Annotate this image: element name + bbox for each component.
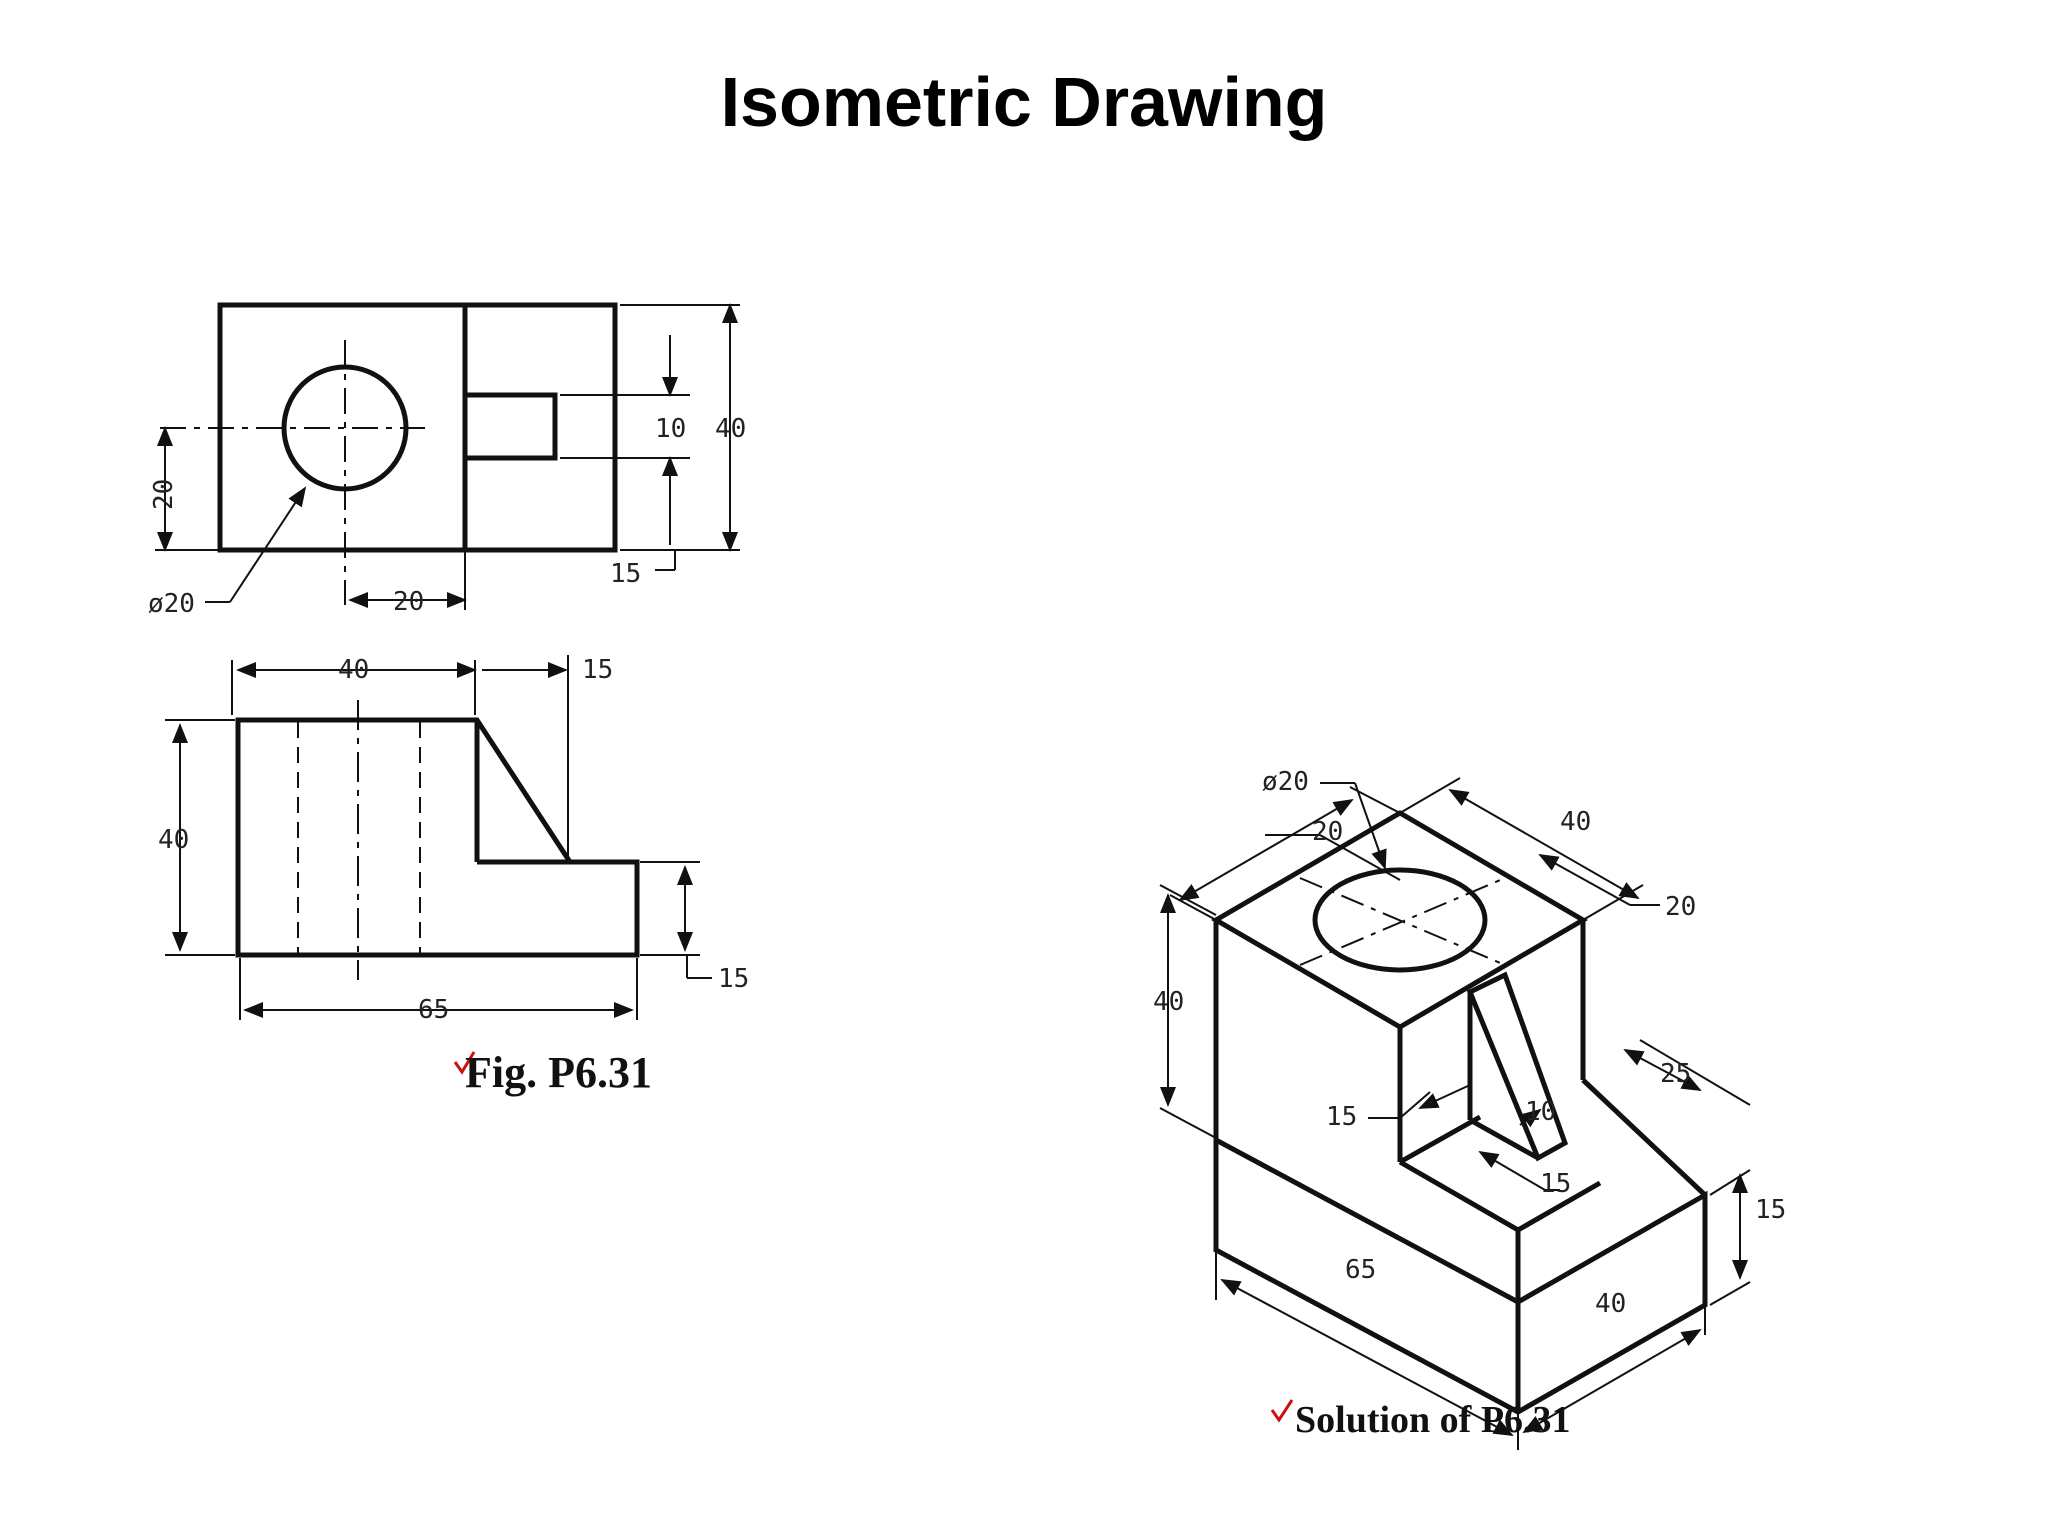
check-mark-icon [1270,1399,1294,1423]
iso-dim-rib-a: 15 [1326,1102,1357,1132]
front-view [165,655,712,1020]
dim-slope: 15 [582,655,613,685]
isometric-view [1159,777,1751,1450]
dim-depth: 40 [715,414,746,444]
dim-height: 40 [158,825,189,855]
iso-dim-hole-pos: 20 [1312,817,1343,847]
page-title: Isometric Drawing [720,63,1328,141]
check-mark-icon [453,1051,476,1075]
iso-hole [1312,867,1488,973]
iso-dim-hole-pos2: 20 [1665,892,1696,922]
iso-dim-depth: 40 [1560,807,1591,837]
iso-dim-step-h: 15 [1755,1195,1786,1225]
dim-hole-y: 20 [149,479,179,510]
dim-slot-w: 10 [655,414,686,444]
iso-dim-rib-t: 10 [1525,1097,1556,1127]
dim-upper-w: 40 [338,655,369,685]
dim-hole-x: 20 [393,587,424,617]
solution-caption: Solution of P6.31 [1295,1399,1571,1441]
figure-caption: Fig. P6.31 [465,1048,652,1097]
iso-dim-rib-b: 15 [1540,1169,1571,1199]
iso-dim-base-depth: 40 [1595,1289,1626,1319]
dim-slot-len: 15 [610,559,641,589]
iso-dim-base-len: 25 [1660,1059,1691,1089]
iso-dim-total-len: 65 [1345,1255,1376,1285]
dim-step-h: 15 [718,964,749,994]
dim-total-w: 65 [418,995,449,1025]
top-view [155,302,740,610]
iso-dim-height: 40 [1153,987,1184,1017]
dim-hole-dia: ø20 [148,589,195,619]
iso-dim-hole-dia: ø20 [1262,767,1309,797]
slot [462,392,558,461]
